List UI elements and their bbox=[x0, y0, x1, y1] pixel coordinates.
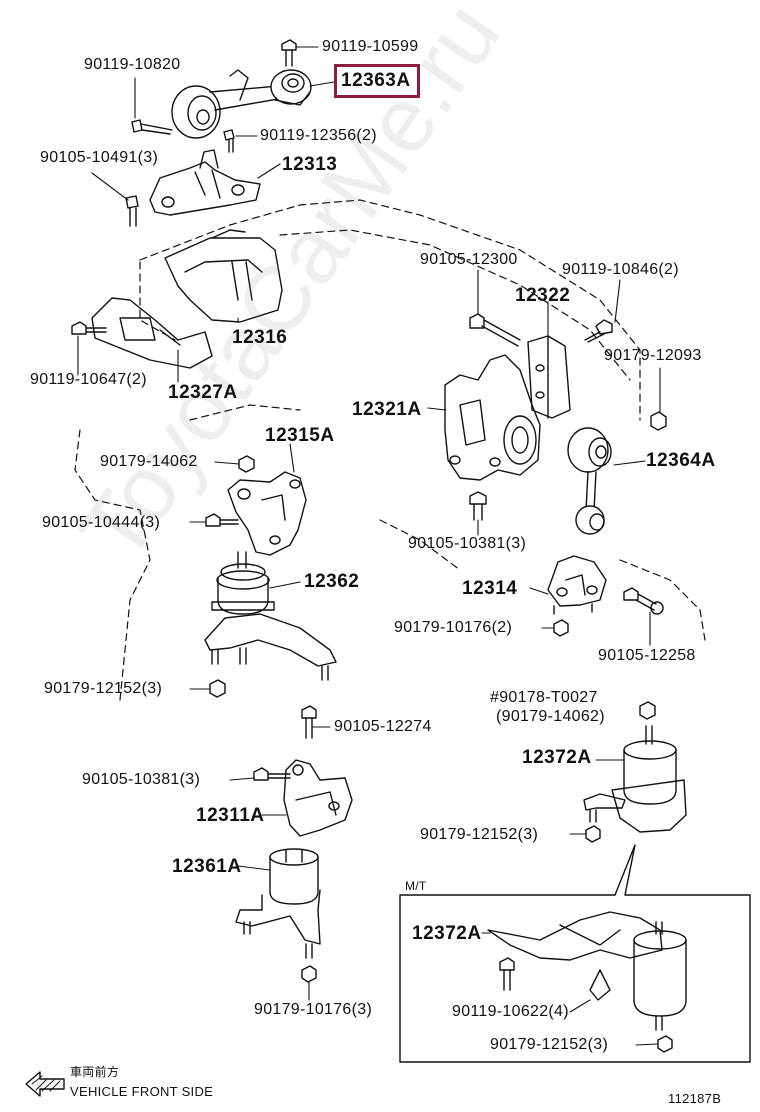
nut-90179-12093 bbox=[650, 411, 667, 431]
label-90119-12356[interactable]: 90119-12356(2) bbox=[260, 127, 377, 144]
legend-japanese: 車両前方 bbox=[70, 1065, 120, 1079]
label-90119-10599[interactable]: 90119-10599 bbox=[322, 38, 419, 55]
legend-english: VEHICLE FRONT SIDE bbox=[70, 1084, 214, 1099]
part-12362-mount bbox=[204, 551, 337, 681]
bolt-90119-10820 bbox=[131, 119, 173, 135]
label-90179-14062[interactable]: 90179-14062 bbox=[100, 453, 198, 470]
label-12316[interactable]: 12316 bbox=[232, 327, 288, 348]
bolt-90119-10647 bbox=[71, 321, 107, 335]
label-90105-12258[interactable]: 90105-12258 bbox=[598, 647, 696, 664]
label-12313[interactable]: 12313 bbox=[282, 154, 338, 175]
part-12314-bracket bbox=[547, 555, 607, 615]
front-arrow-icon bbox=[25, 1071, 65, 1097]
label-90105-12300[interactable]: 90105-12300 bbox=[420, 251, 518, 268]
part-12327A-bracket bbox=[91, 297, 213, 369]
label-90179-12152-bot[interactable]: 90179-12152(3) bbox=[490, 1036, 609, 1053]
nut-90179-14062 bbox=[238, 455, 255, 473]
label-90179-14062-alt[interactable]: (90179-14062) bbox=[496, 708, 605, 725]
bolt-90119-10599 bbox=[281, 39, 297, 67]
part-12313-bracket bbox=[149, 149, 261, 216]
leader-lines bbox=[77, 46, 661, 1046]
label-mt: M/T bbox=[405, 879, 427, 893]
part-12316-mount bbox=[164, 229, 283, 323]
label-90105-12274[interactable]: 90105-12274 bbox=[334, 718, 432, 735]
label-90179-10176-2[interactable]: 90179-10176(2) bbox=[394, 619, 513, 636]
nut-90179-12152-top bbox=[209, 679, 226, 698]
label-12321A[interactable]: 12321A bbox=[352, 399, 422, 420]
label-90105-10444[interactable]: 90105-10444(3) bbox=[42, 514, 161, 531]
label-12327A[interactable]: 12327A bbox=[168, 382, 238, 403]
subframe-outline bbox=[74, 199, 706, 701]
label-90119-10622[interactable]: 90119-10622(4) bbox=[452, 1003, 569, 1020]
label-12372A-mt[interactable]: 12372A bbox=[412, 923, 482, 944]
bolt-90119-10622 bbox=[499, 957, 515, 991]
nut-90178-T0027 bbox=[639, 701, 656, 720]
label-12311A[interactable]: 12311A bbox=[196, 805, 265, 826]
label-90105-10491[interactable]: 90105-10491(3) bbox=[40, 149, 159, 166]
label-90179-12152-top[interactable]: 90179-12152(3) bbox=[44, 680, 163, 697]
diagram-id: 112187B bbox=[668, 1091, 722, 1106]
nut-90179-10176-3 bbox=[301, 965, 317, 983]
part-12363A-torque-rod bbox=[171, 69, 312, 139]
bolt-90105-10381-top bbox=[469, 491, 487, 521]
label-90105-10381-bot[interactable]: 90105-10381(3) bbox=[82, 771, 201, 788]
bolt-90105-12258 bbox=[623, 587, 664, 615]
label-90105-10381-top[interactable]: 90105-10381(3) bbox=[408, 535, 527, 552]
label-90179-12152-mid[interactable]: 90179-12152(3) bbox=[420, 826, 539, 843]
label-90119-10647[interactable]: 90119-10647(2) bbox=[30, 371, 147, 388]
label-90178-T0027[interactable]: #90178-T0027 bbox=[490, 689, 598, 706]
part-12322-bracket bbox=[527, 335, 571, 419]
bolt-90105-12274 bbox=[301, 705, 317, 739]
part-12321A-bracket bbox=[444, 354, 541, 481]
nut-90179-10176-2 bbox=[553, 619, 569, 637]
label-90119-10846[interactable]: 90119-10846(2) bbox=[562, 261, 679, 278]
label-90179-10176-3[interactable]: 90179-10176(3) bbox=[254, 1001, 373, 1018]
bolt-90119-12356 bbox=[223, 129, 235, 153]
part-12361A-mount bbox=[235, 848, 321, 959]
nut-90179-12152-mid bbox=[585, 825, 601, 843]
bolt-90105-10491 bbox=[125, 195, 139, 227]
bolt-90105-10444 bbox=[205, 513, 239, 527]
label-12315A[interactable]: 12315A bbox=[265, 425, 335, 446]
part-12372A-mount-mt bbox=[487, 911, 687, 1031]
label-12322[interactable]: 12322 bbox=[515, 285, 571, 306]
label-12363A[interactable]: 12363A bbox=[341, 70, 411, 91]
part-12372A-mount-top bbox=[583, 725, 687, 833]
highlight-box bbox=[334, 64, 420, 98]
bolt-90105-10381-bot bbox=[253, 767, 291, 781]
bolt-90119-10846 bbox=[584, 319, 613, 343]
bolt-90105-12300 bbox=[469, 313, 521, 347]
label-12372A-top[interactable]: 12372A bbox=[522, 747, 592, 768]
mt-box-frame bbox=[399, 844, 751, 1063]
label-12314[interactable]: 12314 bbox=[462, 578, 518, 599]
part-12311A-bracket bbox=[283, 759, 353, 837]
part-12315A-bracket bbox=[227, 471, 307, 556]
nut-90179-12152-bot bbox=[657, 1035, 673, 1053]
label-12361A[interactable]: 12361A bbox=[172, 856, 242, 877]
label-90179-12093[interactable]: 90179-12093 bbox=[604, 347, 702, 364]
label-12364A[interactable]: 12364A bbox=[646, 450, 716, 471]
label-90119-10820[interactable]: 90119-10820 bbox=[84, 56, 181, 73]
part-12364A-rod bbox=[567, 427, 612, 535]
label-12362[interactable]: 12362 bbox=[304, 571, 360, 592]
